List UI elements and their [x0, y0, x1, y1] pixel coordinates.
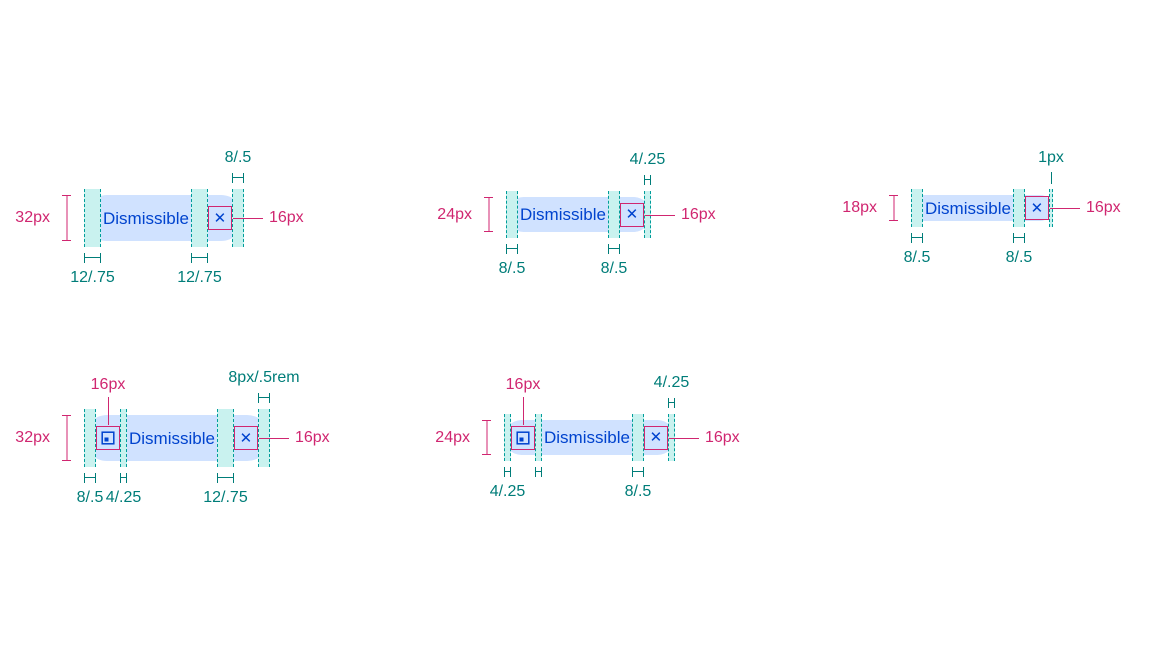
spec-figure-medium: 24px 8/.5 Dismissible 8/.5 ✕ 16px 4/.25 — [437, 151, 716, 277]
tag-label: Dismissible — [544, 428, 630, 447]
close-button[interactable]: ✕ 16px — [233, 426, 330, 450]
measure-tick — [607, 244, 620, 254]
measure-tick — [506, 244, 518, 254]
padding-right-value: 8/.5 — [224, 149, 252, 166]
close-size-value: 16px — [268, 209, 304, 227]
spec-figure-medium-with-icon: 24px 4/.25 16px Dismissible 8/.5 — [435, 374, 740, 500]
tag-icon — [101, 431, 115, 445]
tag-height-label: 18px — [842, 199, 877, 217]
tag-dismissible-medium-icon: 24px 4/.25 16px Dismissible 8/.5 — [435, 374, 740, 500]
measure-tick — [120, 473, 127, 483]
tag-label: Dismissible — [925, 198, 1011, 218]
padding-left-value: 8/.5 — [498, 260, 526, 278]
height-bracket — [62, 195, 71, 241]
icon-size-value: 16px — [505, 375, 541, 393]
close-icon: ✕ — [625, 206, 639, 223]
measure-tick — [1012, 233, 1025, 243]
measure-tick — [190, 253, 208, 263]
tag-dismissible-small: 18px 8/.5 Dismissible 8/.5 ✕ 16px 1px — [842, 149, 1121, 266]
tag-label: Dismissible — [103, 208, 189, 228]
measure-dash — [1050, 172, 1052, 184]
label-close-gap-highlight: 12/.75 — [177, 189, 222, 286]
close-size-leader-line — [232, 218, 263, 219]
label-close-gap-highlight: 8/.5 — [601, 191, 627, 277]
tag-height-label: 24px — [437, 205, 472, 223]
tag-height-label: 24px — [435, 428, 470, 446]
close-size-value: 16px — [704, 428, 740, 446]
height-bracket — [482, 420, 491, 455]
close-size-leader-line — [644, 214, 675, 216]
tag-dismissible-large-icon: 32px 8/.5 16px 4/.25 Dismissible — [15, 369, 330, 506]
tag-label: Dismissible — [129, 428, 215, 448]
spec-figure-small: 18px 8/.5 Dismissible 8/.5 ✕ 16px 1px — [842, 149, 1121, 266]
height-bracket — [62, 415, 71, 461]
icon-size-leader-line — [108, 397, 109, 425]
measure-tick — [667, 398, 675, 408]
tag-label: Dismissible — [520, 205, 606, 224]
icon-label-gap-highlight — [535, 414, 542, 477]
close-icon: ✕ — [1030, 199, 1044, 217]
tag-dismissible-large: 32px 12/.75 Dismissible 12/.75 ✕ 16px 8/… — [15, 149, 304, 286]
measure-tick — [535, 467, 542, 477]
close-icon: ✕ — [649, 429, 663, 446]
tag-height-label: 32px — [15, 209, 50, 227]
close-button[interactable]: ✕ 16px — [643, 425, 740, 450]
close-icon: ✕ — [213, 209, 227, 227]
close-button[interactable]: ✕ 16px — [1024, 196, 1121, 220]
measure-tick — [643, 175, 651, 185]
label-close-gap-highlight: 12/.75 — [203, 409, 248, 506]
label-close-gap-value: 8/.5 — [1005, 249, 1033, 267]
padding-right-value: 8px/.5rem — [228, 369, 300, 386]
label-close-gap-value: 12/.75 — [177, 269, 222, 287]
measure-tick — [216, 473, 234, 483]
close-button[interactable]: ✕ 16px — [619, 202, 716, 227]
measure-tick — [257, 393, 270, 403]
measure-tick — [631, 467, 644, 477]
icon-size-leader-line — [523, 396, 524, 425]
close-size-value: 16px — [294, 429, 330, 447]
padding-left-highlight: 8/.5 — [499, 191, 525, 277]
padding-left-value: 8/.5 — [76, 489, 104, 507]
label-close-gap-value: 12/.75 — [203, 489, 248, 507]
label-close-gap-highlight: 8/.5 — [1006, 189, 1032, 266]
close-size-leader-line — [258, 438, 289, 439]
close-size-leader-line — [668, 437, 699, 439]
measure-tick — [84, 253, 101, 263]
padding-right-value: 4/.25 — [653, 374, 690, 391]
icon-label-gap-highlight: 4/.25 — [106, 409, 141, 506]
padding-left-value: 12/.75 — [70, 269, 115, 287]
close-button[interactable]: ✕ 16px — [207, 206, 304, 230]
close-size-leader-line — [1049, 208, 1080, 209]
measure-tick — [911, 233, 923, 243]
tag-height-label: 32px — [15, 429, 50, 447]
spec-figure-large: 32px 12/.75 Dismissible 12/.75 ✕ 16px 8/… — [15, 149, 304, 286]
icon-label-gap-value: 4/.25 — [105, 489, 142, 507]
icon-size-value: 16px — [90, 376, 126, 394]
measure-tick — [504, 467, 511, 477]
padding-left-highlight: 8/.5 — [904, 189, 930, 266]
padding-left-highlight: 12/.75 — [70, 189, 115, 286]
spec-figure-large-with-icon: 32px 8/.5 16px 4/.25 Dismissible — [15, 369, 330, 506]
label-close-gap-value: 8/.5 — [624, 483, 652, 501]
measure-tick — [84, 473, 96, 483]
padding-left-value: 4/.25 — [489, 483, 526, 501]
measure-tick — [231, 173, 244, 183]
padding-left-highlight: 4/.25 — [490, 414, 525, 500]
padding-left-highlight: 8/.5 — [77, 409, 103, 506]
tag-dismissible-medium: 24px 8/.5 Dismissible 8/.5 ✕ 16px 4/.25 — [437, 151, 716, 277]
close-size-value: 16px — [1085, 199, 1121, 217]
padding-left-value: 8/.5 — [903, 249, 931, 267]
tag-icon-target: 16px — [506, 376, 540, 450]
tag-icon-target: 16px — [91, 376, 125, 450]
label-close-gap-value: 8/.5 — [600, 260, 628, 278]
height-bracket — [484, 197, 493, 232]
height-bracket — [889, 195, 898, 221]
padding-right-value: 1px — [1038, 149, 1064, 166]
close-icon: ✕ — [239, 429, 253, 447]
padding-right-value: 4/.25 — [629, 151, 666, 168]
label-close-gap-highlight: 8/.5 — [625, 414, 651, 500]
tag-icon — [516, 430, 530, 445]
close-size-value: 16px — [680, 205, 716, 223]
